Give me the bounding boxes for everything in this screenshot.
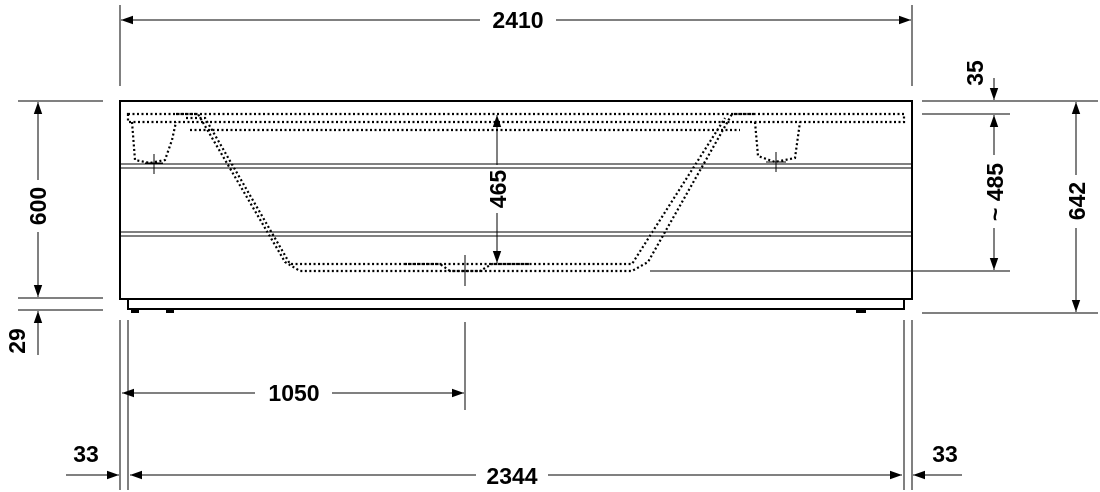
basin-inner-outline <box>186 116 726 266</box>
tub-base-plinth <box>127 299 905 310</box>
inner-basin-hidden-lines <box>126 112 906 273</box>
label-1050: 1050 <box>268 380 319 406</box>
handle-left-outline <box>130 121 178 165</box>
label-600: 600 <box>25 187 51 225</box>
label-33-right: 33 <box>932 441 958 467</box>
label-2410: 2410 <box>492 7 543 33</box>
dimension-labels: 2410 35 600 29 465 ~ 485 642 1050 33 234… <box>4 7 1090 489</box>
label-29: 29 <box>4 328 30 354</box>
foot-right <box>856 309 866 313</box>
bathtub-front-view <box>119 100 913 313</box>
label-35: 35 <box>962 60 988 86</box>
handle-right-outline <box>753 121 802 164</box>
dimension-lines <box>33 15 1081 480</box>
basin-outline <box>176 112 754 273</box>
label-485: ~ 485 <box>982 163 1008 221</box>
label-642: 642 <box>1064 182 1090 220</box>
tub-outer-panel <box>119 100 913 300</box>
foot-left-1 <box>131 309 139 313</box>
foot-left-2 <box>166 309 174 313</box>
label-2344: 2344 <box>486 463 537 489</box>
label-465: 465 <box>485 170 511 209</box>
inner-rim-outline <box>126 112 906 124</box>
extension-lines <box>18 5 1098 490</box>
center-marks <box>145 152 786 286</box>
label-33-left: 33 <box>73 441 99 467</box>
